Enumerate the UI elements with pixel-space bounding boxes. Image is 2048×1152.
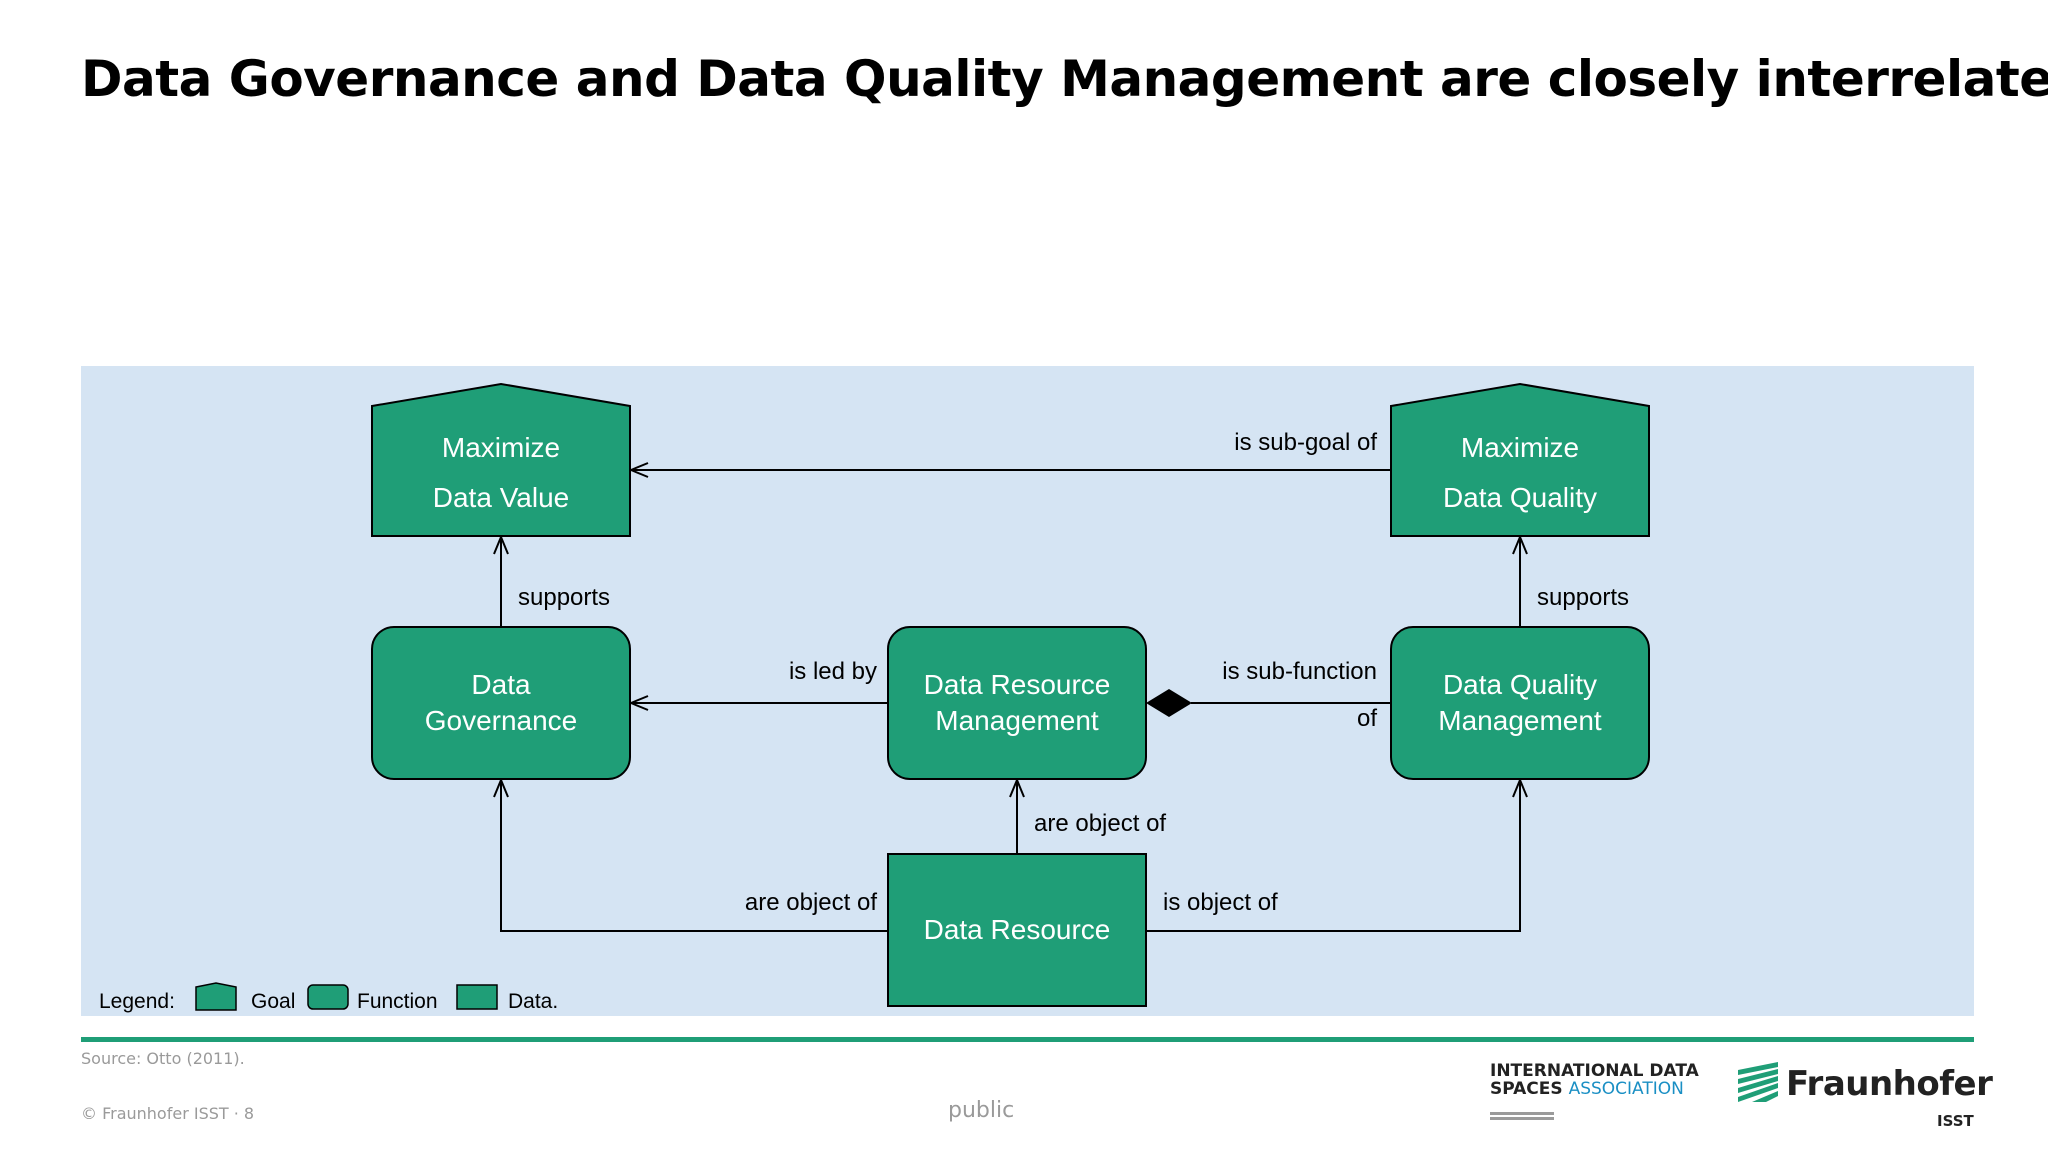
legend-function-label: Function xyxy=(357,990,438,1013)
edge-object-right xyxy=(1146,780,1520,932)
goal-data-value-line2: Data Value xyxy=(432,482,570,513)
function-data-resource-management: Data Resource Management xyxy=(888,627,1146,779)
function-dqm-line1: Data Quality xyxy=(1442,669,1598,700)
label-object-up: are object of xyxy=(1034,810,1167,837)
goal-data-value-line1: Maximize xyxy=(441,432,561,463)
idsa-logo-line1: INTERNATIONAL DATA xyxy=(1490,1061,1699,1081)
function-dqm-line2: Management xyxy=(1438,705,1602,736)
function-data-quality-management: Data Quality Management xyxy=(1391,627,1649,779)
goal-data-quality: Maximize Data Quality xyxy=(1391,410,1649,536)
function-drm-line2: Management xyxy=(935,705,1099,736)
label-sub-goal: is sub-goal of xyxy=(1234,429,1377,456)
footer-divider xyxy=(81,1037,1974,1042)
legend-goal-label: Goal xyxy=(251,990,296,1013)
label-sub-function: is sub-function xyxy=(1222,658,1377,685)
goal-data-value: Maximize Data Value xyxy=(372,410,630,536)
idsa-logo-spaces: SPACES xyxy=(1490,1079,1563,1099)
relationship-diagram: Maximize Data Value Maximize Data Qualit… xyxy=(81,366,1974,1016)
legend-data-icon xyxy=(456,984,498,1010)
idsa-logo: INTERNATIONAL DATA SPACES ASSOCIATION xyxy=(1490,1062,1699,1098)
goal-data-quality-line1: Maximize xyxy=(1460,432,1580,463)
fraunhofer-logo-subtext: ISST xyxy=(1937,1112,1974,1130)
legend-data-label: Data. xyxy=(508,990,559,1013)
data-shape-data-resource xyxy=(887,853,1147,1007)
edge-object-left xyxy=(501,780,888,932)
label-supports-left: supports xyxy=(518,584,611,611)
idsa-logo-line2: SPACES ASSOCIATION xyxy=(1490,1080,1699,1098)
fraunhofer-logo-text: Fraunhofer xyxy=(1786,1064,1993,1104)
classification-label: public xyxy=(948,1098,1015,1123)
legend-goal-icon xyxy=(195,982,237,1011)
data-resource-label: Data Resource xyxy=(923,914,1111,945)
legend-function-icon xyxy=(307,984,349,1010)
copyright-page: © Fraunhofer ISST · 8 xyxy=(81,1104,255,1123)
source-note: Source: Otto (2011). xyxy=(81,1049,245,1068)
label-sub-function-of: of xyxy=(1356,705,1377,732)
function-data-governance-line2: Governance xyxy=(424,705,578,736)
function-data-governance: Data Governance xyxy=(372,627,630,779)
slide-title: Data Governance and Data Quality Managem… xyxy=(81,50,2048,108)
idsa-logo-bars xyxy=(1490,1112,1554,1122)
label-object-right: is object of xyxy=(1163,889,1278,916)
goal-data-quality-line2: Data Quality xyxy=(1442,482,1598,513)
label-led-by: is led by xyxy=(788,658,877,685)
fraunhofer-logo-icon xyxy=(1738,1062,1778,1102)
goal-shape-data-quality xyxy=(1390,382,1650,537)
legend-title: Legend: xyxy=(99,990,175,1013)
idsa-logo-association: ASSOCIATION xyxy=(1568,1079,1684,1099)
function-data-governance-line1: Data xyxy=(471,669,531,700)
data-resource: Data Resource xyxy=(888,854,1146,1006)
label-supports-right: supports xyxy=(1537,584,1630,611)
label-object-left: are object of xyxy=(744,889,877,916)
composition-diamond xyxy=(1146,689,1192,717)
function-drm-line1: Data Resource xyxy=(923,669,1111,700)
